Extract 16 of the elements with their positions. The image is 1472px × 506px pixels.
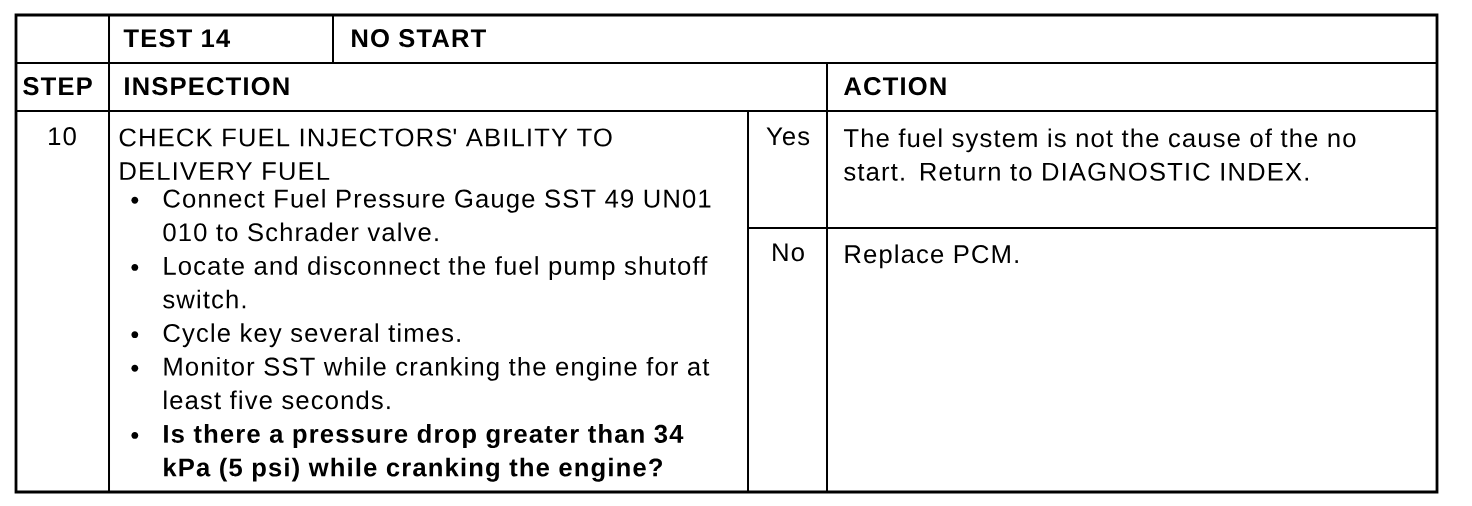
table-heading: TEST 14 bbox=[123, 29, 230, 48]
action-text: Replace PCM. bbox=[845, 244, 1018, 269]
action-text: The fuel system is not the cause of the no start. Return to DIAGNOSTIC INDEX. bbox=[843, 128, 1356, 181]
answer-label: No bbox=[773, 243, 804, 262]
bullet-item: Connect Fuel Pressure Gauge SST 49 UN01 010 to Schrader valve. bbox=[131, 188, 711, 242]
bullet-item: Monitor SST while cranking the engine for at least five seconds. bbox=[131, 356, 710, 410]
column-heading: INSPECTION bbox=[125, 77, 289, 96]
bullet-item: Cycle key several times. bbox=[131, 323, 460, 348]
column-heading: ACTION bbox=[844, 77, 946, 96]
answer-label: Yes bbox=[766, 127, 810, 146]
bullet-item: Locate and disconnect the fuel pump shutoff switch. bbox=[131, 256, 708, 309]
bullet-item: Is there a pressure drop greater than 34 kPa (5 psi) while cranking the engine? bbox=[131, 424, 684, 482]
table-heading: NO START bbox=[352, 29, 486, 48]
step-number: 10 bbox=[49, 127, 76, 146]
column-heading: STEP bbox=[23, 77, 92, 96]
inspection-heading: CHECK FUEL INJECTORS' ABILITY TO DELIVERY FUEL bbox=[119, 128, 612, 181]
